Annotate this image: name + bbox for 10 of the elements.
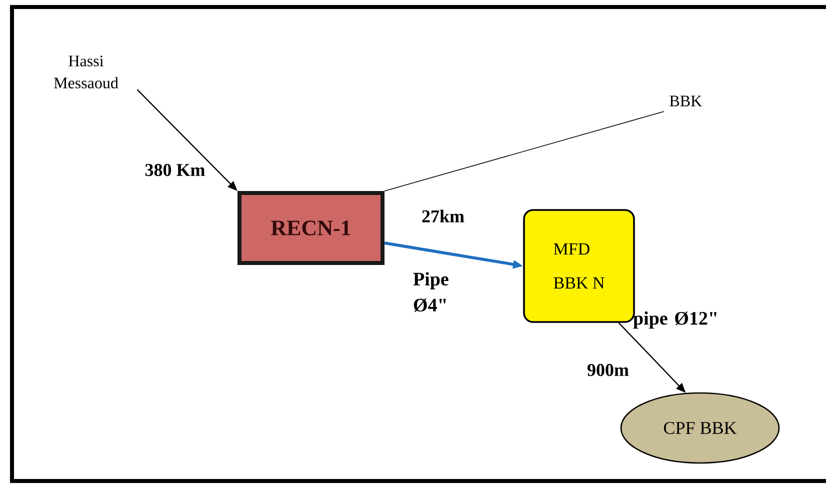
- leader-line: [384, 111, 664, 192]
- station-box: RECN-1: [238, 191, 384, 265]
- place-label: BBK: [670, 96, 702, 106]
- manifold-box: MFD BBK N: [523, 209, 635, 323]
- place-label: Hassi Messaoud: [54, 56, 118, 88]
- pipe-label: Pipe Ø4": [413, 272, 448, 312]
- edge-label: 27km: [422, 210, 464, 222]
- edge-label: 900m: [588, 364, 629, 376]
- pipe-label: pipe Ø12": [633, 311, 716, 329]
- edge-label: 380 Km: [145, 164, 205, 176]
